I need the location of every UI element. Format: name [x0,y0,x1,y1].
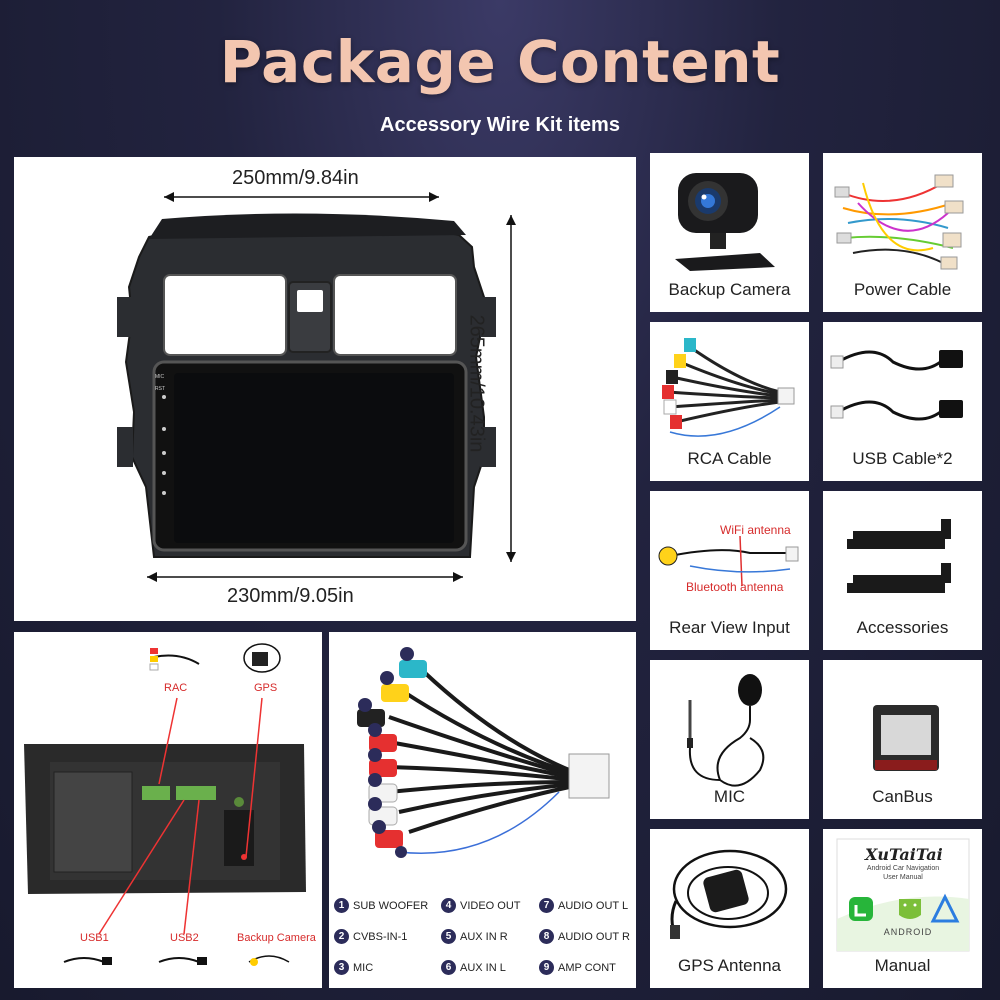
head-unit-image [117,192,516,582]
legend-number: 6 [441,960,456,975]
rst-button-label: RST [155,386,165,392]
card-mic: MIC [650,660,809,819]
card-backup-camera: Backup Camera [650,153,809,312]
legend-label: VIDEO OUT [460,899,521,912]
page-subtitle: Accessory Wire Kit items [380,114,620,136]
card-label: Power Cable [853,280,952,299]
rca-legend-panel: 1 SUB WOOFER 4 VIDEO OUT 7 AUDIO OUT L 2 CVB… [329,632,636,988]
legend-item: 6 AUX IN L [441,960,506,975]
manual-title-line2: User Manual [883,874,923,881]
bottom-width-dimension-label: 230mm/9.05in [227,585,354,607]
card-accessories: Accessories [823,491,982,650]
manual-brand-label: XuTaiTai [865,845,943,864]
legend-label: AUDIO OUT R [558,930,630,943]
usb2-label: USB2 [170,932,199,944]
legend-number: 5 [441,929,456,944]
mic-button-label: MIC [155,374,165,380]
width-dimension-label: 250mm/9.84in [232,167,359,189]
legend-label: SUB WOOFER [353,899,429,912]
legend-item: 1 SUB WOOFER [334,898,428,913]
legend-item: 9 AMP CONT [539,960,616,975]
mic-icon [687,674,765,787]
card-label: Rear View Input [669,618,790,637]
legend-number: 7 [539,898,554,913]
legend-label: AUDIO OUT L [558,899,629,912]
power-cable-icon [834,174,964,270]
legend-number: 2 [334,929,349,944]
rca-cable-icon [662,338,795,437]
accessories-icon [847,519,951,593]
card-rear-view-input: WiFi antenna Bluetooth antenna Rear View… [650,491,809,650]
legend-number: 8 [539,929,554,944]
card-canbus: CanBus [823,660,982,819]
card-label: Manual [874,956,931,975]
legend-item: 7 AUDIO OUT L [539,898,628,913]
legend-number: 3 [334,960,349,975]
card-gps-antenna: GPS Antenna [650,829,809,988]
legend-item: 3 MIC [334,960,373,975]
legend-number: 1 [334,898,349,913]
rac-label: RAC [164,682,188,694]
manual-cover-image [836,838,970,952]
legend-number: 9 [539,960,554,975]
rca-harness-image [357,647,610,858]
wifi-antenna-label: WiFi antenna [720,523,791,537]
card-label: USB Cable*2 [852,449,953,468]
canbus-icon [873,705,939,771]
legend-item: 2 CVBS-IN-1 [334,929,407,944]
bluetooth-antenna-label: Bluetooth antenna [686,580,784,594]
height-dimension-label: 265mm/10.43in [465,314,488,453]
usb1-label: USB1 [80,932,109,944]
legend-number: 4 [441,898,456,913]
manual-android-text: ANDROID [883,927,933,937]
backup-camera-icon [675,173,775,271]
card-label: RCA Cable [687,449,772,468]
back-panel-diagram: RAC GPS USB1 USB2 Backup Camera [14,632,322,988]
card-label: MIC [713,787,746,806]
card-power-cable: Power Cable [823,153,982,312]
legend-item: 4 VIDEO OUT [441,898,521,913]
manual-title-line1: Android Car Navigation [866,865,940,872]
back-panel-image [24,643,306,966]
card-label: CanBus [872,787,933,806]
legend-item: 8 AUDIO OUT R [539,929,630,944]
card-usb-cable: USB Cable*2 [823,322,982,481]
legend-label: AUX IN L [460,961,506,974]
card-label: Accessories [856,618,949,637]
legend-label: MIC [353,961,374,974]
legend-label: AMP CONT [558,961,616,974]
usb-cable-icon [830,350,963,421]
head-unit-panel: 250mm/9.84in 265mm/10.43in 230mm/9.05in … [14,157,636,621]
legend-label: CVBS-IN-1 [353,930,408,943]
card-manual: XuTaiTai Android Car Navigation User Man… [823,829,982,988]
page-title: Package Content [219,28,781,96]
card-label: Backup Camera [668,280,791,299]
legend-item: 5 AUX IN R [441,929,508,944]
card-label: GPS Antenna [677,956,782,975]
legend-label: AUX IN R [460,930,508,943]
backup-camera-label: Backup Camera [237,932,316,944]
card-rca-cable: RCA Cable [650,322,809,481]
gps-label: GPS [254,682,278,694]
rear-view-input-icon [658,535,799,587]
gps-antenna-icon [670,849,788,939]
